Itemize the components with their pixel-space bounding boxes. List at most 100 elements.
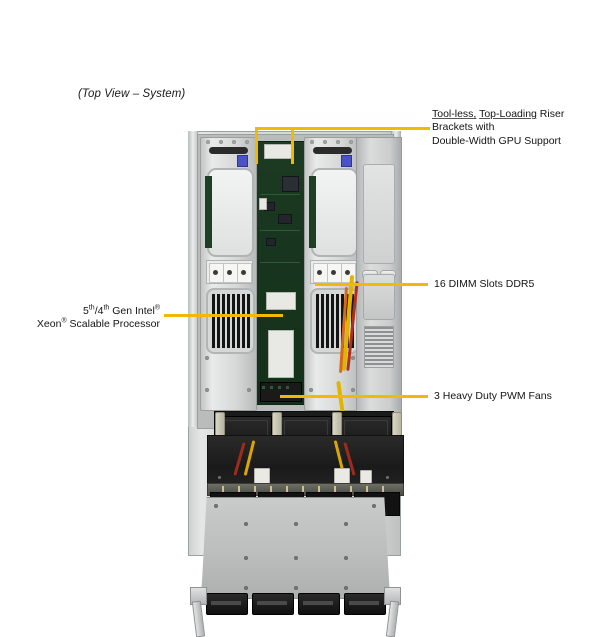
panel-hole-4 [294,522,298,526]
riser-right-card-pcb [309,176,316,248]
side-bay-module [363,274,395,320]
backplane-pin [350,486,352,493]
riser-left-screw-1 [205,388,209,392]
riser-right-blue-release-tab[interactable] [341,155,352,167]
riser-left-screw-2 [247,388,251,392]
riser-right-screw-2 [351,388,355,392]
riser-left-blue-release-tab[interactable] [237,155,248,167]
riser-right-hole-4 [349,140,353,144]
callout-cpu-line-1: 5th/4th Gen Intel® [83,304,160,318]
front-cover-panel [201,497,390,599]
front-drive-4-bar [349,601,379,605]
dimm-slot [331,294,334,348]
dimm-slot [217,294,220,348]
backplane-pin [366,486,368,493]
dimm-slot [222,294,225,348]
callout-riser-brackets: Tool-less, Top-Loading Riser Brackets wi… [432,108,564,148]
riser-bracket-left[interactable] [200,137,257,411]
board-trace-1 [260,194,300,195]
board-trace-2 [260,230,300,231]
io-port-1 [262,386,265,389]
front-drive-3[interactable] [298,593,340,615]
riser-right-hole-2 [323,140,327,144]
leader-dimm [315,283,428,286]
backplane-pin [286,486,288,493]
riser-left-label [206,260,253,284]
riser-right-label-dot-3 [345,270,350,275]
riser-left-handle-slot [209,147,248,154]
panel-hole-2 [372,504,376,508]
dimm-slot [247,294,250,348]
panel-hole-8 [344,556,348,560]
board-connector-left [259,198,267,210]
panel-hole-6 [244,556,248,560]
riser-right-handle-slot [313,147,352,154]
chassis-interior [197,134,404,516]
panel-hole-5 [344,522,348,526]
riser-left-screw-3 [205,356,209,360]
callout-riser-line-2: Brackets with [432,121,495,134]
panel-hole-9 [244,586,248,590]
dimm-slot [232,294,235,348]
front-drive-1[interactable] [206,593,248,615]
motherboard [255,141,305,405]
front-drive-1-bar [211,601,241,605]
board-chip-b [278,214,292,224]
dimm-slot [237,294,240,348]
side-bay-vent [364,326,394,368]
cavity-screw-1 [218,476,221,479]
drive-bay-row-lower [206,593,386,615]
riser-right-label-dot-1 [317,270,322,275]
panel-hole-3 [244,522,248,526]
riser-left-hole-3 [232,140,236,144]
backplane-pin [382,486,384,493]
leader-fans [280,395,428,398]
lower-cable-cavity [207,435,404,489]
riser-left-label-dot-3 [241,270,246,275]
io-port-2 [270,386,273,389]
riser-right-hole-1 [310,140,314,144]
panel-hole-11 [344,586,348,590]
leader-riser-horizontal [255,127,430,130]
callout-dimm-slots: 16 DIMM Slots DDR5 [434,278,535,290]
callout-cpu: 5th/4th Gen Intel® Xeon® Scalable Proces… [20,305,160,332]
riser-bracket-right[interactable] [304,137,361,411]
riser-right-gpu-window [309,168,358,257]
riser-left-gpu-window [205,168,254,257]
dimm-slot [336,294,339,348]
leader-riser-drop-left [255,127,258,164]
dimm-slot [316,294,319,348]
riser-right-label [310,260,357,284]
front-drive-2[interactable] [252,593,294,615]
side-bay-cover [363,164,395,264]
board-chip-c [266,238,276,246]
backplane-pin [238,486,240,493]
chassis-foot-right [385,600,400,637]
server-chassis-top-view [188,131,404,637]
riser-right-screw-3 [351,356,355,360]
callout-riser-line-3: Double-Width GPU Support [432,134,561,147]
callout-pwm-fans: 3 Heavy Duty PWM Fans [434,390,552,402]
backplane-pin [254,486,256,493]
dimm-slot [242,294,245,348]
riser-left-card-pcb [205,176,212,248]
rear-io-block [260,382,302,402]
leader-riser-drop-right [291,127,294,164]
backplane-pin [302,486,304,493]
riser-right-label-dot-2 [331,270,336,275]
callout-riser-line-1: Tool-less, Top-Loading Riser [432,108,565,120]
dimm-slot [227,294,230,348]
dimm-slot [326,294,329,348]
panel-hole-10 [294,586,298,590]
backplane-pin [222,486,224,493]
cpu-socket-area [266,292,296,310]
front-drive-4[interactable] [344,593,386,615]
backplane-pin [318,486,320,493]
panel-hole-7 [294,556,298,560]
backplane-pin [270,486,272,493]
io-port-4 [286,386,289,389]
view-title: (Top View – System) [78,88,186,100]
riser-left-hole-1 [206,140,210,144]
board-shroud [268,330,294,378]
front-drive-2-bar [257,601,287,605]
